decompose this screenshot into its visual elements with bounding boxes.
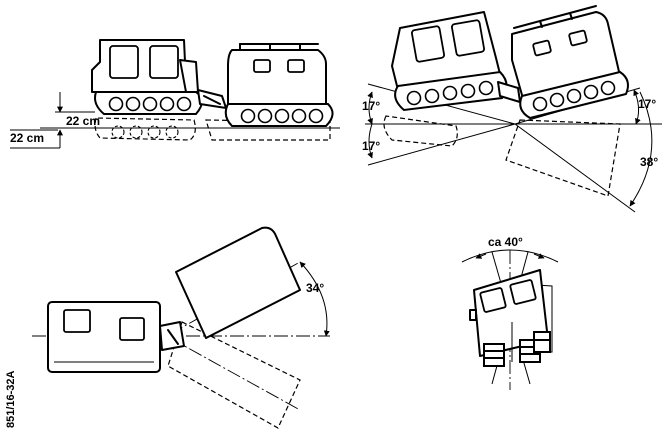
articulation-joint — [197, 89, 227, 109]
roll-right-label: 17° — [638, 97, 656, 111]
rear-unit-tilted — [511, 5, 629, 120]
figure-code: 851/16-32A — [5, 370, 17, 428]
vertical-up-label: 22 cm — [66, 114, 100, 128]
steering-angle-panel: ca 40° — [461, 235, 559, 390]
front-unit-tilted — [391, 11, 508, 112]
rear-unit-yaw-ghost — [167, 321, 301, 429]
front-unit-side — [91, 39, 203, 115]
roll-total-label: 38° — [640, 155, 658, 169]
yaw-articulation-panel: 34° — [32, 226, 330, 429]
vertical-articulation-panel: 22 cm 22 cm — [10, 39, 340, 149]
roll-articulation-panel: 17° 17° 17° 38° — [362, 5, 662, 213]
yaw-angle-label: 34° — [306, 281, 324, 295]
roll-lower-left-label: 17° — [362, 139, 380, 153]
roll-arc-total — [629, 91, 653, 207]
rear-unit-side — [224, 43, 334, 127]
steer-angle-label: ca 40° — [488, 235, 523, 249]
roll-upper-left-label: 17° — [362, 99, 380, 113]
rear-unit-top-rotated — [175, 226, 301, 339]
rear-unit-rolled-ghost — [383, 115, 621, 197]
yaw-angle-arc — [299, 261, 330, 337]
vertical-down-label: 22 cm — [10, 131, 44, 145]
roll-arc-right — [633, 89, 641, 125]
front-unit-top — [47, 301, 161, 373]
steer-tracks — [483, 331, 551, 367]
roll-joint — [497, 81, 521, 103]
roll-arc-lower-left — [367, 123, 373, 159]
roll-arc-upper-left — [367, 91, 373, 125]
